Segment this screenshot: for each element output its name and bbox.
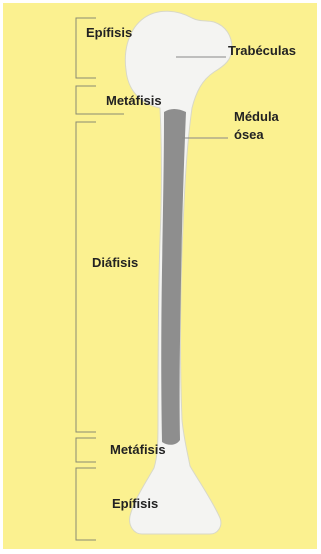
label-metafisis-top: Metáfisis [106,94,162,108]
label-medula-line2: ósea [234,128,264,142]
label-metafisis-bottom: Metáfisis [110,443,166,457]
label-trabeculas: Trabéculas [228,44,296,58]
label-medula-line1: Médula [234,110,279,124]
label-epifisis-bottom: Epífisis [112,497,158,511]
label-diafisis: Diáfisis [92,256,138,270]
label-epifisis-top: Epífisis [86,26,132,40]
